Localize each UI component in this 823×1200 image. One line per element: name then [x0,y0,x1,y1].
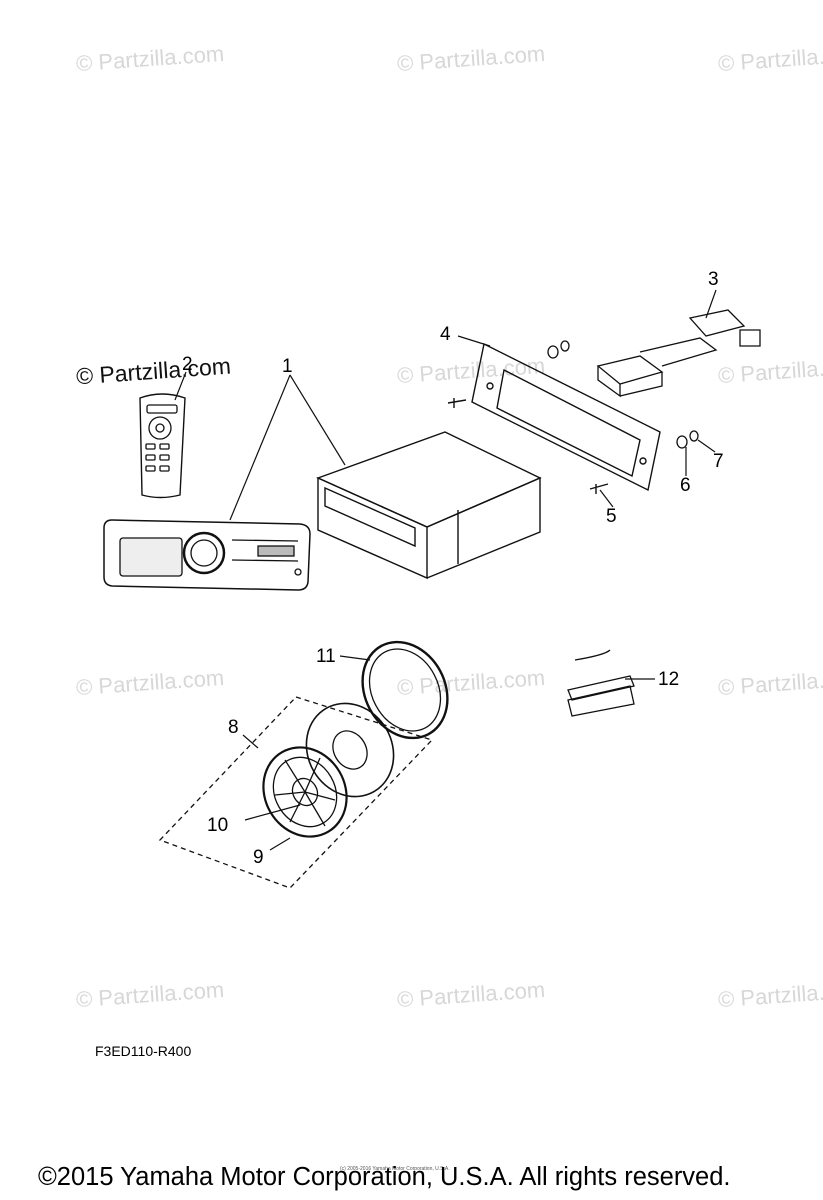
callout-4: 4 [440,324,451,345]
callout-12: 12 [658,669,680,690]
leader-lines [174,289,717,851]
head-unit-faceplate [103,519,311,591]
speaker-assembly [158,696,434,889]
callout-10: 10 [207,815,229,836]
head-unit-chassis [316,431,542,580]
callout-2: 2 [182,354,193,375]
callout-1: 1 [282,356,293,377]
fine-print: (c) 2005-2016 Yamaha Motor Corporation, … [340,1166,450,1172]
callout-5: 5 [606,506,617,527]
callout-9: 9 [253,847,264,868]
wiring-harness [596,309,761,398]
mounting-bezel [447,342,661,494]
callout-6: 6 [680,475,691,496]
copyright-notice: ©2015 Yamaha Motor Corporation, U.S.A. A… [38,1163,731,1191]
remote-control [139,393,186,499]
callout-8: 8 [228,717,239,738]
callout-11: 11 [316,646,336,667]
diagram-code: F3ED110-R400 [95,1043,192,1059]
callout-3: 3 [708,269,719,290]
cable-assembly [567,649,635,717]
speaker-gasket-ring [361,640,449,740]
callout-7: 7 [713,451,724,472]
washers-and-nuts [547,340,699,449]
